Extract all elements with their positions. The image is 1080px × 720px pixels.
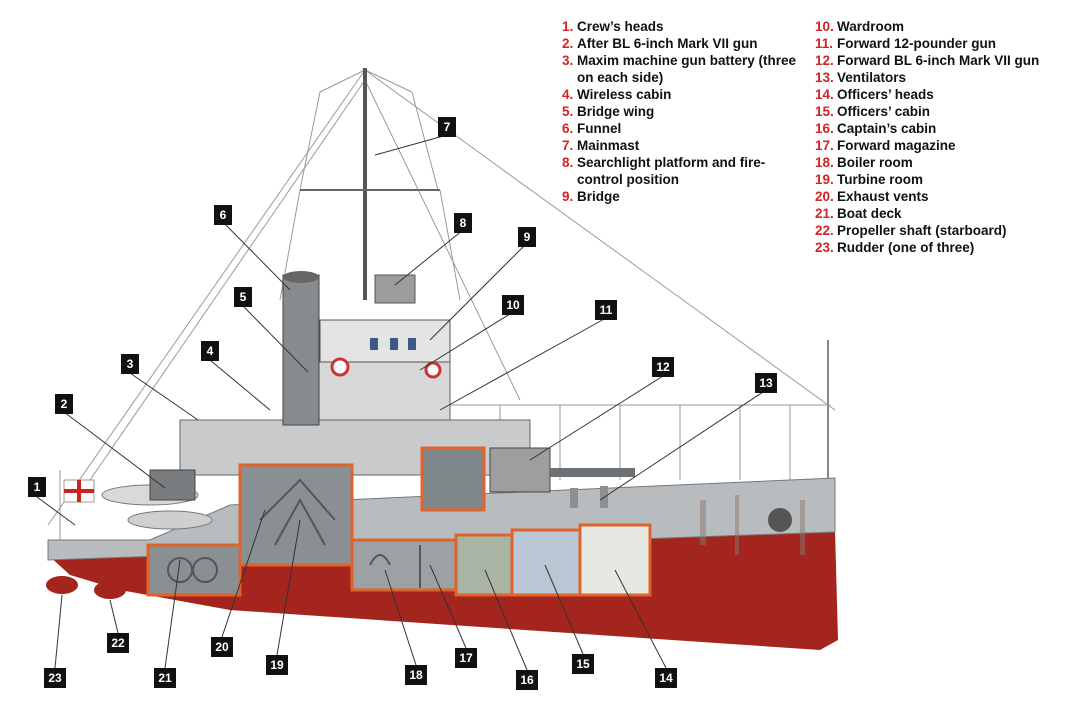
legend-item: 2.After BL 6-inch Mark VII gun bbox=[562, 36, 758, 51]
callout-tag-4: 4 bbox=[201, 341, 219, 361]
lifebuoy-icon bbox=[330, 357, 350, 377]
bridge bbox=[319, 319, 451, 363]
callout-tag-18: 18 bbox=[405, 665, 427, 685]
legend-item: 22.Propeller shaft (starboard) bbox=[815, 223, 1007, 238]
callout-tag-12: 12 bbox=[652, 357, 674, 377]
aft-gun bbox=[149, 469, 196, 501]
leader-lines bbox=[36, 134, 767, 671]
rudder bbox=[46, 576, 78, 594]
legend-item: 11.Forward 12-pounder gun bbox=[815, 36, 997, 51]
callout-tag-15: 15 bbox=[572, 654, 594, 674]
callout-tag-13: 13 bbox=[755, 373, 777, 393]
legend-column-right: 10.Wardroom 11.Forward 12-pounder gun 12… bbox=[815, 18, 1065, 256]
callout-tag-6: 6 bbox=[214, 205, 232, 225]
legend-item: 4.Wireless cabin bbox=[562, 87, 672, 102]
legend-item: 16.Captain’s cabin bbox=[815, 121, 937, 136]
cutaway-compartments bbox=[146, 446, 652, 597]
funnel bbox=[282, 274, 320, 426]
callout-tag-2: 2 bbox=[55, 394, 73, 414]
legend-item: 21.Boat deck bbox=[815, 206, 902, 221]
callout-tag-3: 3 bbox=[121, 354, 139, 374]
legend-item: 13.Ventilators bbox=[815, 70, 907, 85]
white-ensign-icon bbox=[63, 479, 95, 503]
callout-tag-19: 19 bbox=[266, 655, 288, 675]
legend-item: 8.Searchlight platform and fire- control… bbox=[562, 155, 766, 187]
legend-item: 9.Bridge bbox=[562, 189, 620, 204]
callout-tag-20: 20 bbox=[211, 637, 233, 657]
legend-item: 19.Turbine room bbox=[815, 172, 923, 187]
callout-tag-5: 5 bbox=[234, 287, 252, 307]
legend-item: 1.Crew’s heads bbox=[562, 19, 664, 34]
callout-tag-21: 21 bbox=[154, 668, 176, 688]
anchor-icon bbox=[768, 508, 792, 532]
forward-gun-barrel bbox=[550, 468, 635, 477]
legend-item: 3.Maxim machine gun battery (three on ea… bbox=[562, 53, 797, 85]
callout-tag-7: 7 bbox=[438, 117, 456, 137]
callout-tag-1: 1 bbox=[28, 477, 46, 497]
callout-tag-11: 11 bbox=[595, 300, 617, 320]
legend-item: 7.Mainmast bbox=[562, 138, 640, 153]
legend-item: 12.Forward BL 6-inch Mark VII gun bbox=[815, 53, 1040, 68]
legend-item: 20.Exhaust vents bbox=[815, 189, 929, 204]
legend-item: 5.Bridge wing bbox=[562, 104, 655, 119]
legend-item: 10.Wardroom bbox=[815, 19, 904, 34]
forward-gun-turret bbox=[489, 447, 551, 493]
legend-item: 17.Forward magazine bbox=[815, 138, 956, 153]
legend-item: 6.Funnel bbox=[562, 121, 622, 136]
callout-tag-8: 8 bbox=[454, 213, 472, 233]
searchlight-platform bbox=[374, 274, 416, 304]
legend-column-left: 1.Crew’s heads 2.After BL 6-inch Mark VI… bbox=[562, 18, 807, 205]
legend-item: 15.Officers’ cabin bbox=[815, 104, 931, 119]
callout-tag-10: 10 bbox=[502, 295, 524, 315]
legend-item: 18.Boiler room bbox=[815, 155, 913, 170]
callout-tag-22: 22 bbox=[107, 633, 129, 653]
legend-item: 23.Rudder (one of three) bbox=[815, 240, 975, 255]
callout-tag-17: 17 bbox=[455, 648, 477, 668]
legend-item: 14.Officers’ heads bbox=[815, 87, 934, 102]
callout-tag-23: 23 bbox=[44, 668, 66, 688]
callout-tag-16: 16 bbox=[516, 670, 538, 690]
callout-tag-9: 9 bbox=[518, 227, 536, 247]
callout-tag-14: 14 bbox=[655, 668, 677, 688]
